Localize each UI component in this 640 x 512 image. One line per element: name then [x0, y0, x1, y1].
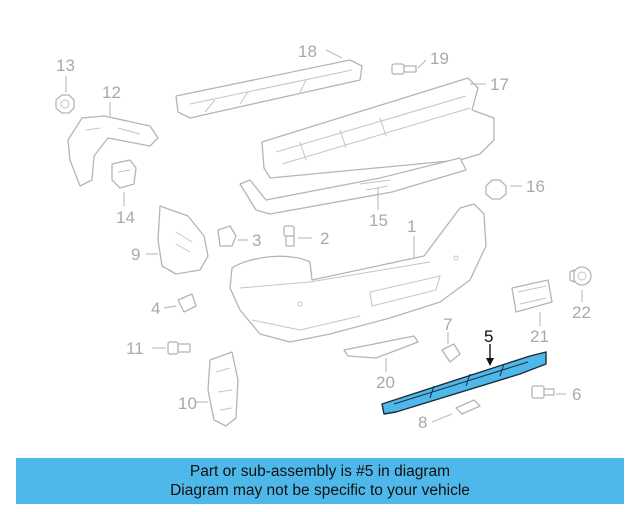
- part-14-clip: [111, 159, 137, 189]
- part-17-absorber: [261, 77, 495, 179]
- part-18-reinforcement: [175, 59, 363, 119]
- callout-16: 16: [526, 177, 545, 196]
- callout-14: 14: [116, 208, 135, 227]
- callout-11: 11: [126, 339, 144, 358]
- callout-3: 3: [252, 231, 261, 250]
- part-16-nut: [485, 179, 507, 200]
- callout-8: 8: [418, 413, 427, 432]
- callout-1: 1: [407, 217, 416, 236]
- part-22-sensor: [569, 266, 592, 286]
- callout-4: 4: [151, 299, 160, 318]
- callout-7: 7: [443, 315, 452, 334]
- callout-15: 15: [369, 211, 388, 230]
- banner-line-1: Part or sub-assembly is #5 in diagram: [189, 463, 451, 480]
- callout-19: 19: [430, 49, 449, 68]
- callout-21: 21: [530, 327, 549, 346]
- callout-20: 20: [376, 373, 395, 392]
- callout-10: 10: [178, 394, 197, 413]
- part-10-side-bracket: [207, 351, 239, 427]
- part-2-bolt: [283, 225, 295, 247]
- part-21-license-bracket: [511, 279, 553, 313]
- part-20-trim-strip: [343, 335, 419, 359]
- part-12-bracket: [67, 115, 159, 187]
- callout-12: 12: [102, 83, 121, 102]
- part-11-screw: [167, 341, 191, 355]
- part-15-bracket: [239, 157, 467, 215]
- part-8-lower-strip: [455, 399, 481, 415]
- info-banner: Part or sub-assembly is #5 in diagram Di…: [16, 458, 624, 504]
- part-3-retainer: [217, 225, 237, 247]
- callout-2: 2: [320, 229, 329, 248]
- part-6-screw: [531, 385, 555, 399]
- callout-13: 13: [56, 56, 75, 75]
- callout-5: 5: [484, 327, 493, 346]
- parts-diagram: 18 19 17 15 13 12 14 16: [55, 42, 592, 432]
- callout-6: 6: [572, 385, 581, 404]
- callout-17: 17: [490, 75, 509, 94]
- part-1-bumper-cover: [229, 203, 487, 343]
- callout-18: 18: [298, 42, 317, 61]
- callout-22: 22: [572, 303, 591, 322]
- part-7-push-pin: [441, 343, 461, 363]
- part-5-highlighted: [381, 351, 547, 415]
- banner-line-2: Diagram may not be specific to your vehi…: [170, 482, 470, 499]
- callout-9: 9: [131, 245, 140, 264]
- part-19-bolt: [391, 63, 417, 75]
- part-4-clip: [177, 293, 197, 313]
- part-9-guide: [157, 205, 209, 275]
- part-13-nut: [55, 94, 75, 114]
